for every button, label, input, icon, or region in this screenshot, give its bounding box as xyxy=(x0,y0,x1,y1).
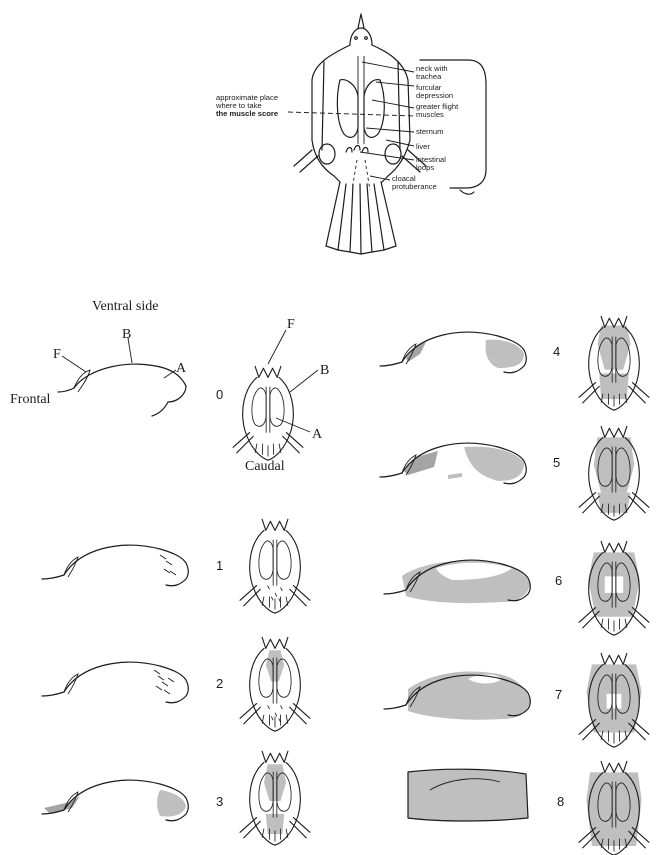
score-4-lateral xyxy=(380,332,526,373)
bird-overview-figure: neck with trachea furcular depression gr… xyxy=(215,14,486,254)
score-2-ventral xyxy=(240,637,310,731)
score-4-ventral xyxy=(579,316,649,410)
score-1-number: 1 xyxy=(216,558,223,573)
score-8-lateral xyxy=(408,769,528,821)
score-1-lateral xyxy=(42,545,188,586)
letter-b-ventral: B xyxy=(320,363,329,378)
score-8-number: 8 xyxy=(557,794,564,809)
score-2-lateral xyxy=(42,662,188,703)
ventral-side-label: Ventral side xyxy=(92,299,158,314)
letter-b-lateral: B xyxy=(122,327,131,342)
letter-f-ventral: F xyxy=(287,317,295,332)
score-2-number: 2 xyxy=(216,676,223,691)
score-7-ventral xyxy=(579,653,649,747)
score-5-lateral xyxy=(380,443,526,484)
label-liver: liver xyxy=(416,142,430,151)
score-0-number: 0 xyxy=(216,387,223,402)
frontal-label: Frontal xyxy=(10,392,51,407)
label-cloacal-2: protuberance xyxy=(392,182,437,191)
score-4-number: 4 xyxy=(553,344,560,359)
score-0-ventral xyxy=(233,366,303,460)
score-7-lateral xyxy=(384,672,530,720)
score-5-number: 5 xyxy=(553,455,560,470)
score-5-ventral xyxy=(579,426,649,520)
score-1-ventral xyxy=(240,519,310,613)
label-sternum: sternum xyxy=(416,127,443,136)
score-6-lateral xyxy=(384,560,530,603)
score-8-ventral xyxy=(579,761,649,855)
letter-a-lateral: A xyxy=(176,361,187,376)
label-flight-muscles-2: muscles xyxy=(416,110,444,119)
bird-body-drawing xyxy=(288,14,486,254)
label-place-3: the muscle score xyxy=(216,109,278,118)
score-3-lateral xyxy=(42,780,188,821)
bird-leader-lines xyxy=(360,62,414,180)
label-neck-2: trachea xyxy=(416,72,442,81)
score-0-lateral: F B A xyxy=(53,327,187,416)
label-furcular-2: depression xyxy=(416,91,453,100)
letter-f-lateral: F xyxy=(53,347,61,362)
letter-a-ventral: A xyxy=(312,427,323,442)
score-6-number: 6 xyxy=(555,573,562,588)
score-6-ventral xyxy=(579,541,649,635)
score-3-ventral xyxy=(240,751,310,845)
caudal-label: Caudal xyxy=(245,459,285,474)
score-3-number: 3 xyxy=(216,794,223,809)
label-intestinal-2: loops xyxy=(416,163,434,172)
score-7-number: 7 xyxy=(555,687,562,702)
